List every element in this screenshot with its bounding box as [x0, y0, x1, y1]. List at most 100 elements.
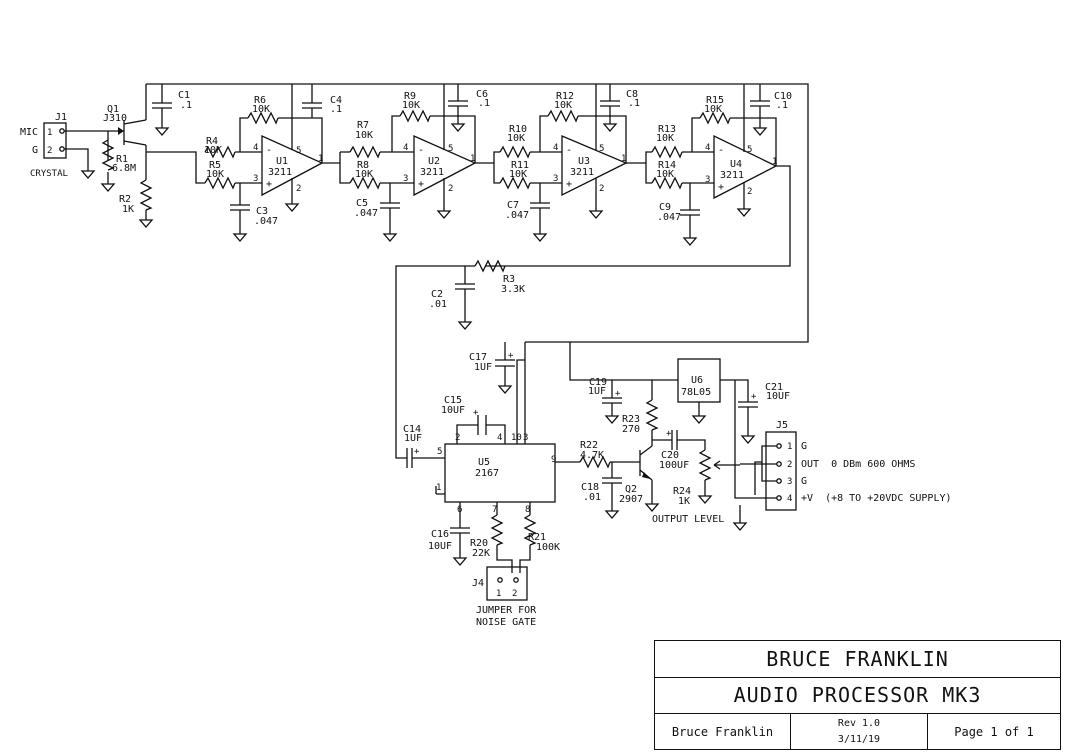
j5-pin3-num: 3 — [787, 477, 792, 487]
j4-pin2: 2 — [512, 589, 517, 599]
q1-ref: Q1 — [107, 104, 119, 115]
u3-pin3: 3 — [553, 174, 558, 184]
c3-value: .047 — [254, 216, 278, 227]
c9-ref: C9 — [659, 202, 671, 213]
c1-ref: C1 — [178, 90, 190, 101]
transistor-q1: Q1 J310 R1 6.8M R2 1K C1 .1 — [100, 90, 192, 228]
r3-ref: R3 — [503, 274, 515, 285]
r15-ref: R15 — [706, 95, 724, 106]
r24-ref: R24 — [673, 486, 691, 497]
capacitor-c14: + C14 1UF — [400, 424, 445, 468]
j5-pin1-label: G — [801, 441, 807, 452]
c6-ref: C6 — [476, 89, 488, 100]
u6-part: 78L05 — [681, 387, 711, 398]
j5-pin3-label: G — [801, 476, 807, 487]
u3-plus: + — [566, 179, 572, 190]
c20-value: 100UF — [659, 460, 689, 471]
u6-ref: U6 — [691, 375, 703, 386]
c18-value: .01 — [583, 492, 601, 503]
u4-pin4: 4 — [705, 143, 710, 153]
u5-pin7: 7 — [492, 505, 497, 515]
feedback-r3-c2: R3 3.3K C2 .01 — [395, 260, 525, 459]
r2-value: 1K — [122, 204, 134, 215]
r11-value: 10K — [509, 169, 527, 180]
title-block-footer: Bruce Franklin Rev 1.0 3/11/19 Page 1 of… — [655, 713, 1060, 750]
u4-minus: - — [718, 145, 724, 156]
u4-pin3: 3 — [705, 175, 710, 185]
jumper-label-2: NOISE GATE — [476, 617, 536, 628]
r5-ref: R5 — [209, 160, 221, 171]
top-supply-rail — [145, 83, 809, 343]
r15-value: 10K — [704, 104, 722, 115]
u3-pin5: 5 — [599, 144, 604, 154]
regulator-u6: U6 78L05 + C21 10UF — [652, 358, 790, 444]
c2-value: .01 — [429, 299, 447, 310]
drawing-title: AUDIO PROCESSOR MK3 — [655, 677, 1060, 714]
r4-ref: R4 — [206, 136, 218, 147]
filter-stage-u2: - + U2 3211 4 3 5 2 1 R7 10K R8 10K R9 1… — [339, 89, 494, 242]
c4-value: .1 — [330, 104, 342, 115]
revision-cell: Rev 1.0 3/11/19 — [791, 713, 928, 750]
r6-value: 10K — [252, 104, 270, 115]
r23-value: 270 — [622, 424, 640, 435]
u5-ref: U5 — [478, 457, 490, 468]
u2-minus: - — [418, 145, 424, 156]
r6-ref: R6 — [254, 95, 266, 106]
c17-plus: + — [508, 351, 514, 361]
c20-plus: + — [666, 429, 672, 439]
u3-ref: U3 — [578, 156, 590, 167]
r21-value: 100K — [536, 542, 560, 553]
c4-ref: C4 — [330, 95, 342, 106]
r22-ref: R22 — [580, 440, 598, 451]
c17-value: 1UF — [474, 362, 492, 373]
r24-value: 1K — [678, 496, 690, 507]
author-name: Bruce Franklin — [655, 713, 791, 750]
c1-value: .1 — [180, 100, 192, 111]
c14-value: 1UF — [404, 433, 422, 444]
r12-ref: R12 — [556, 91, 574, 102]
c21-ref: C21 — [765, 382, 783, 393]
r8-value: 10K — [355, 169, 373, 180]
u1-pin4: 4 — [253, 143, 258, 153]
r7-value: 10K — [355, 130, 373, 141]
r5-value: 10K — [206, 169, 224, 180]
j1-pin1: 1 — [47, 128, 52, 138]
u2-pin4: 4 — [403, 143, 408, 153]
output-driver-q2: R22 4.7K Q2 2907 C18 .01 + C19 1UF R23 2… — [555, 342, 747, 531]
r4-value: 10K — [204, 145, 222, 156]
j5-pin2-label: OUT 0 DBm 600 OHMS — [801, 459, 915, 470]
j4-ref: J4 — [472, 578, 484, 589]
u5-pin9: 9 — [551, 455, 556, 465]
r1-value: 6.8M — [112, 163, 136, 174]
c19-ref: C19 — [589, 377, 607, 388]
u2-ref: U2 — [428, 156, 440, 167]
u3-pin1: 1 — [621, 154, 626, 164]
u4-pin1: 1 — [772, 157, 777, 167]
u2-pin3: 3 — [403, 174, 408, 184]
filter-stage-u4: - + U4 3211 4 3 5 2 1 R13 10K R14 10K R1… — [485, 91, 792, 267]
u3-pin4: 4 — [553, 143, 558, 153]
u4-part: 3211 — [720, 170, 744, 181]
c6-value: .1 — [478, 98, 490, 109]
q2-ref: Q2 — [625, 484, 637, 495]
r9-ref: R9 — [404, 91, 416, 102]
c15-ref: C15 — [444, 395, 462, 406]
r10-value: 10K — [507, 133, 525, 144]
j5-pin2-num: 2 — [787, 460, 792, 470]
r21-ref: R21 — [528, 532, 546, 543]
c5-ref: C5 — [356, 198, 368, 209]
c8-value: .1 — [628, 98, 640, 109]
u4-pin2: 2 — [747, 187, 752, 197]
r8-ref: R8 — [357, 160, 369, 171]
u4-pin5: 5 — [747, 145, 752, 155]
c16-value: 10UF — [428, 541, 452, 552]
c8-ref: C8 — [626, 89, 638, 100]
r11-ref: R11 — [511, 160, 529, 171]
c14-plus: + — [414, 447, 420, 457]
u3-part: 3211 — [570, 167, 594, 178]
r3-value: 3.3K — [501, 284, 525, 295]
u5-pin5: 5 — [437, 447, 442, 457]
r14-value: 10K — [656, 169, 674, 180]
jumper-j4: J4 1 2 JUMPER FOR NOISE GATE — [472, 566, 537, 628]
revision: Rev 1.0 — [837, 717, 881, 729]
